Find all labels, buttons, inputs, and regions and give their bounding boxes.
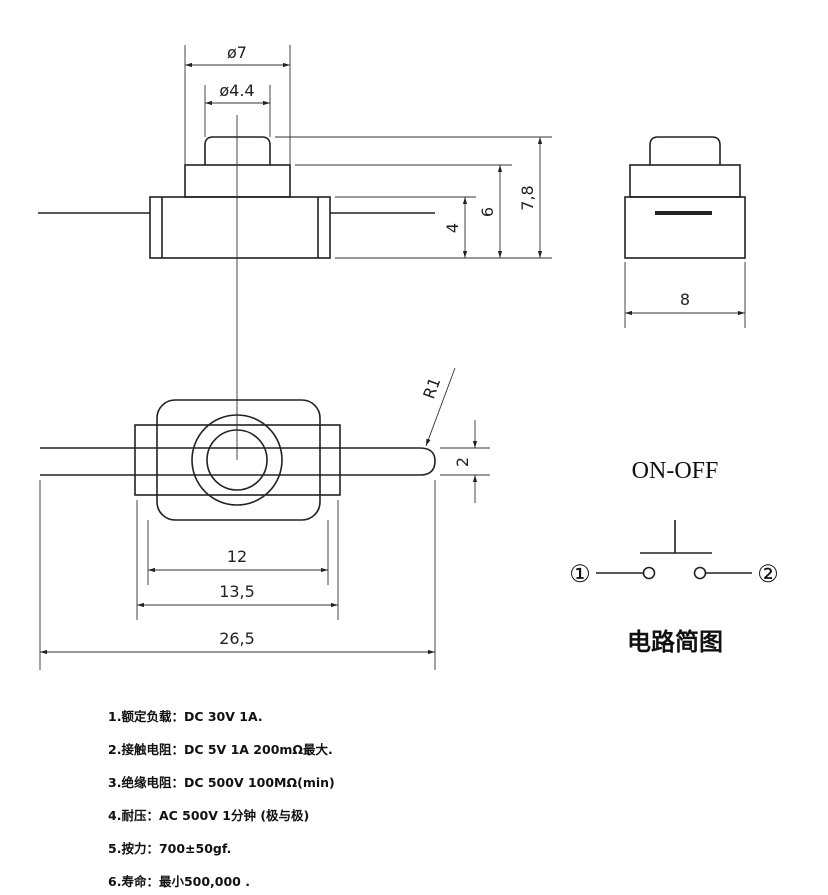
button bbox=[204, 136, 271, 165]
dim-total-height: 7,8 bbox=[518, 185, 537, 210]
spec-item: 4.耐压：AC 500V 1分钟 (极与极) bbox=[108, 808, 309, 823]
housing bbox=[184, 164, 291, 198]
dim-mid-height: 6 bbox=[478, 207, 497, 217]
front-view: ø7 ø4.4 4 6 7,8 bbox=[38, 43, 552, 460]
spec-item: 5.按力：700±50gf. bbox=[108, 841, 231, 856]
dim-radius: R1 bbox=[419, 375, 444, 402]
dim-width: 8 bbox=[680, 290, 690, 309]
terminal-2: ② bbox=[757, 562, 779, 588]
spec-item: 2.接触电阻：DC 5V 1A 200mΩ最大. bbox=[108, 742, 333, 757]
dim-body-length: 12 bbox=[227, 547, 247, 566]
dim-outer-diameter: ø7 bbox=[227, 43, 247, 62]
spec-item: 3.绝缘电阻：DC 500V 100MΩ(min) bbox=[108, 775, 335, 790]
body bbox=[149, 196, 331, 259]
spec-item: 6.寿命：最小500,000 . bbox=[108, 874, 250, 889]
dim-total-length: 26,5 bbox=[219, 629, 255, 648]
dim-body-height: 4 bbox=[443, 223, 462, 233]
circuit-schematic: ON-OFF ① ② 电路简图 bbox=[569, 458, 779, 656]
slot bbox=[655, 211, 712, 215]
schematic-title: ON-OFF bbox=[632, 458, 719, 484]
spec-item: 1.额定负载：DC 30V 1A. bbox=[108, 709, 263, 724]
terminal-1: ① bbox=[569, 562, 591, 588]
top-view: R1 2 12 13,5 26,5 bbox=[39, 367, 490, 670]
dim-button-diameter: ø4.4 bbox=[219, 81, 254, 100]
pins bbox=[40, 447, 436, 476]
dim-pin-width: 2 bbox=[453, 457, 472, 467]
schematic-caption: 电路简图 bbox=[627, 628, 723, 656]
side-view: 8 bbox=[624, 136, 746, 328]
spec-list: 1.额定负载：DC 30V 1A. 2.接触电阻：DC 5V 1A 200mΩ最… bbox=[108, 709, 335, 889]
dim-flange-length: 13,5 bbox=[219, 582, 255, 601]
